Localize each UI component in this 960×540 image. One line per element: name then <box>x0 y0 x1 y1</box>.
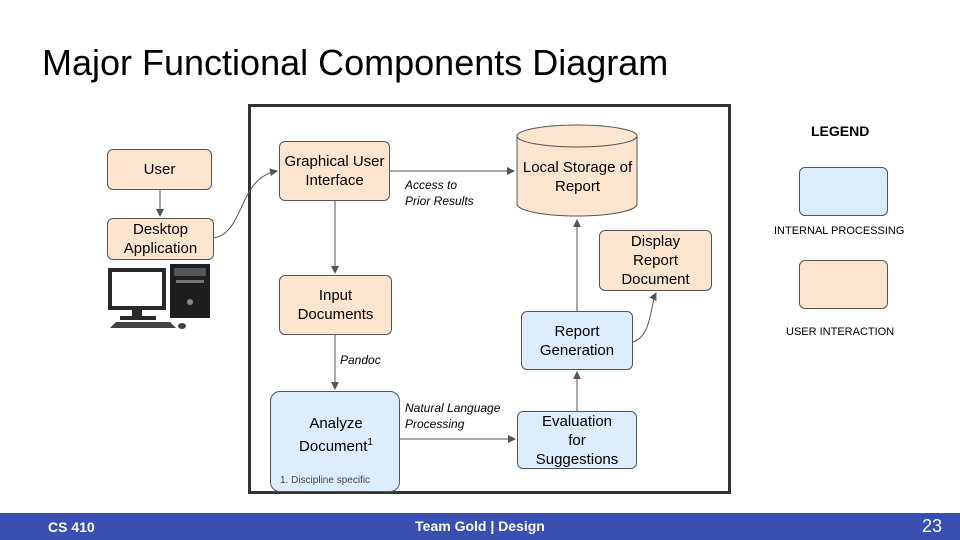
analyze-footnote: 1. Discipline specific <box>280 475 371 486</box>
footer-course: CS 410 <box>48 519 95 535</box>
legend-title: LEGEND <box>811 123 870 139</box>
node-report-generation: Report Generation <box>521 311 633 370</box>
node-local-storage-cylinder <box>516 124 638 217</box>
edge-label-nlp-line2: Processing <box>405 417 465 431</box>
node-desktop-application: Desktop Application <box>107 218 214 260</box>
node-analyze-document-label: Analyze Document1 <box>271 414 401 456</box>
desktop-computer-icon <box>108 264 210 329</box>
node-display-report-document: Display Report Document <box>599 230 712 291</box>
footer-team: Team Gold | Design <box>415 518 545 534</box>
arrow-report-to-display <box>632 292 657 343</box>
node-evaluation-label: Evaluation for Suggestions <box>535 412 619 468</box>
slide-title: Major Functional Components Diagram <box>42 42 669 83</box>
edge-label-nlp: Natural Language Processing <box>405 400 500 432</box>
edge-label-access-line1: Access to <box>405 178 458 192</box>
legend-user-swatch <box>799 260 888 309</box>
arrow-desktop-to-gui <box>213 168 278 239</box>
analyze-document-superscript: 1 <box>367 437 373 448</box>
system-boundary-frame <box>248 104 731 494</box>
node-input-documents-label: Input Documents <box>297 287 374 323</box>
footer-page-number: 23 <box>921 516 942 536</box>
node-input-documents: Input Documents <box>279 275 392 335</box>
node-desktop-application-label: Desktop Application <box>123 221 198 257</box>
footer-bar: Team Gold | Design CS 410 23 <box>0 513 960 540</box>
edge-label-access-line2: Prior Results <box>405 194 474 208</box>
edge-label-access: Access to Prior Results <box>405 177 474 209</box>
legend-user-label: USER INTERACTION <box>786 326 895 338</box>
node-report-generation-label: Report Generation <box>539 322 615 359</box>
node-gui-label: Graphical User Interface <box>284 153 385 189</box>
edge-label-nlp-line1: Natural Language <box>405 401 501 415</box>
node-evaluation-for-suggestions: Evaluation for Suggestions <box>517 411 637 469</box>
node-local-storage-label: Local Storage of Report <box>522 159 633 195</box>
analyze-document-text: Analyze Document <box>299 415 368 455</box>
node-user-label: User <box>143 161 176 178</box>
node-user: User <box>107 149 212 190</box>
node-display-report-label: Display Report Document <box>621 233 690 288</box>
legend-internal-label: INTERNAL PROCESSING <box>774 225 905 237</box>
node-graphical-user-interface: Graphical User Interface <box>279 141 390 201</box>
node-analyze-document: Analyze Document1 1. Discipline specific <box>270 391 400 492</box>
edge-label-pandoc: Pandoc <box>340 353 381 367</box>
legend-internal-swatch <box>799 167 888 216</box>
